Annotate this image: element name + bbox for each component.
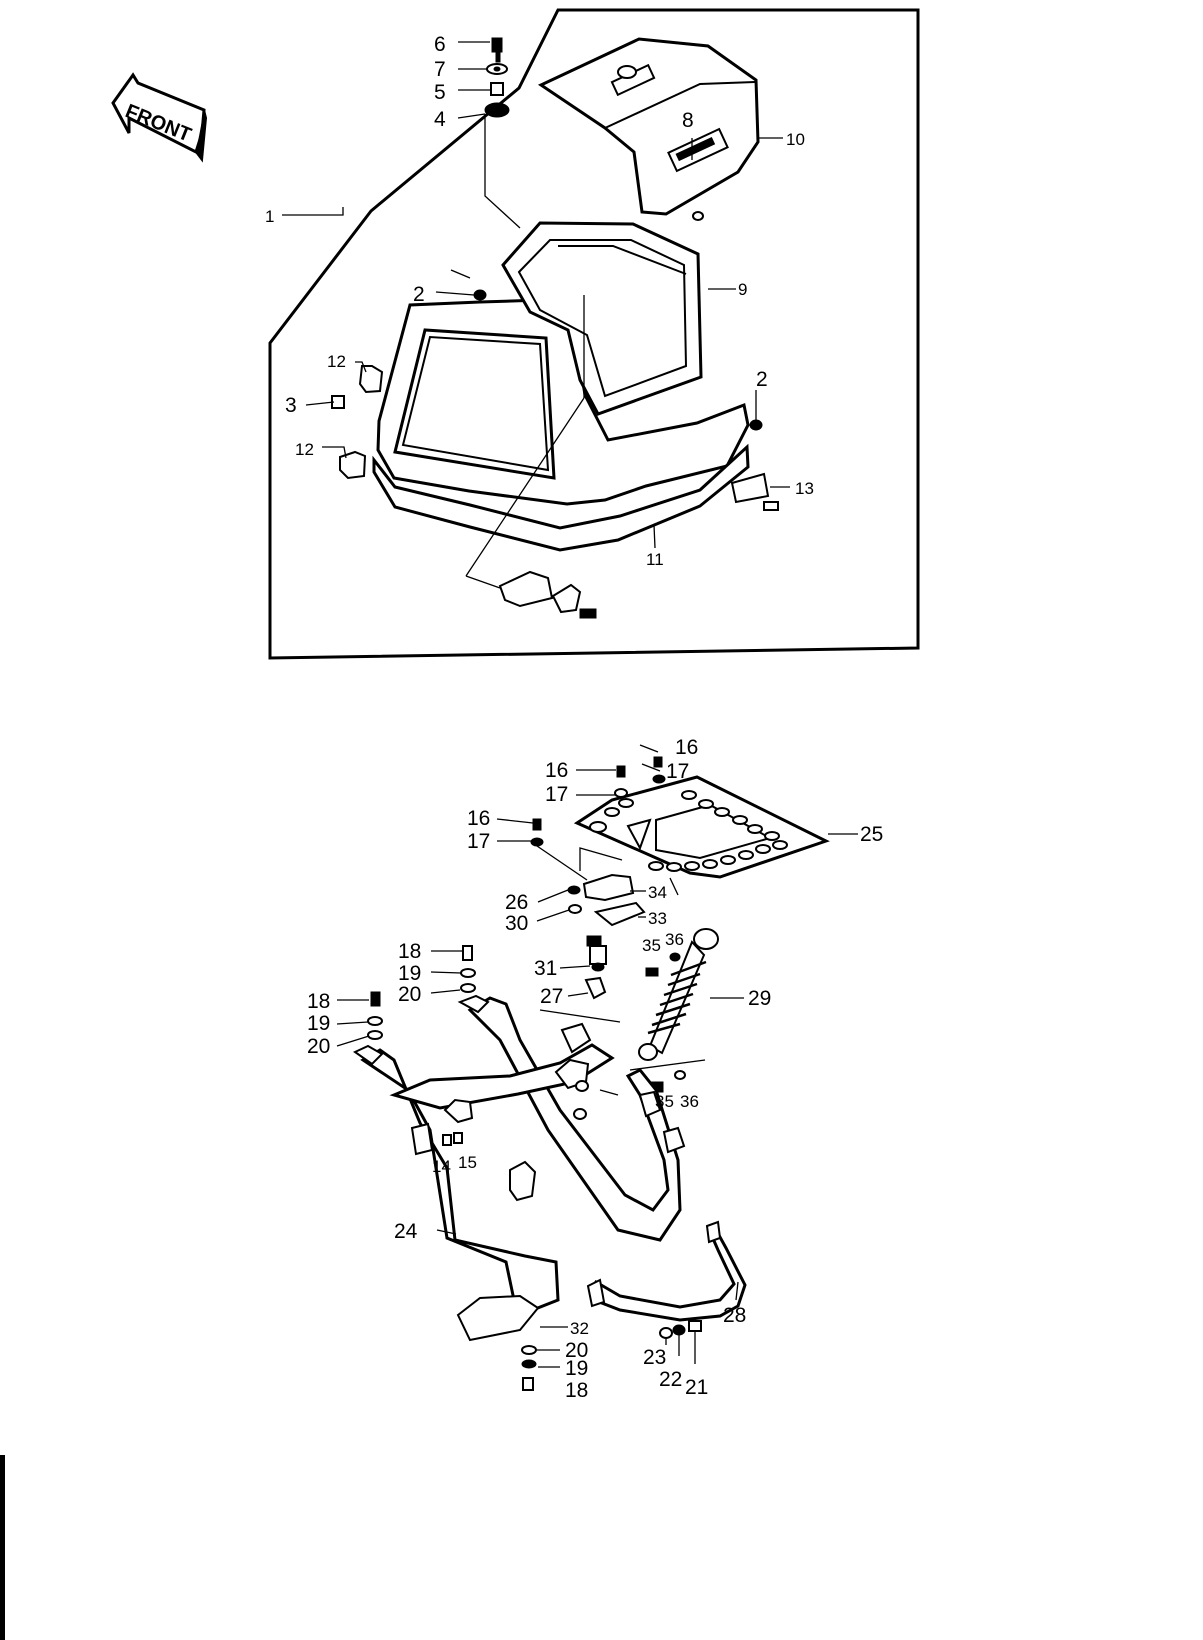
callout-12-upper: 12: [327, 352, 346, 371]
rear-rail: [586, 1220, 747, 1339]
callouts-bottom: 16 16 17 17 16 17 25 26 34 30 33 35 36 1…: [307, 736, 883, 1402]
callout-18-bottom: 18: [565, 1379, 588, 1402]
shock-absorber: [629, 877, 719, 1093]
callout-19-upper: 19: [398, 962, 421, 985]
callout-1: 1: [265, 207, 274, 226]
callout-5: 5: [434, 81, 446, 104]
callout-29: 29: [748, 987, 771, 1010]
callout-22: 22: [659, 1368, 682, 1391]
callout-32: 32: [570, 1319, 589, 1338]
callout-20-upper: 20: [398, 983, 421, 1006]
callout-8: 8: [682, 109, 694, 132]
callout-31: 31: [534, 957, 557, 980]
callout-17-left: 17: [467, 830, 490, 853]
callout-12-lower: 12: [295, 440, 314, 459]
callout-17-top-mid: 17: [545, 783, 568, 806]
callout-14: 14: [432, 1157, 451, 1176]
callout-19-bottom: 19: [565, 1357, 588, 1380]
callout-20-lower: 20: [307, 1035, 330, 1058]
callout-11: 11: [646, 550, 664, 569]
callout-7: 7: [434, 58, 446, 81]
carrier-plate: [573, 775, 830, 879]
callout-36-lower: 36: [680, 1092, 699, 1111]
callout-15: 15: [458, 1153, 477, 1172]
leader-lines: [282, 41, 858, 1368]
hinge-brackets: [536, 845, 646, 927]
storage-box-body: [372, 221, 750, 552]
front-arrow-icon: FRONT: [111, 72, 208, 163]
mounting-frame: [353, 994, 686, 1342]
callout-17-top-right: 17: [666, 760, 689, 783]
callout-2-upper: 2: [413, 283, 425, 306]
callout-26: 26: [505, 891, 528, 914]
callout-19-lower: 19: [307, 1012, 330, 1035]
callout-30: 30: [505, 912, 528, 935]
assembly-frame: [268, 8, 920, 660]
callout-4: 4: [434, 108, 446, 131]
rubber-mounts: [584, 935, 607, 1000]
callout-25: 25: [860, 823, 883, 846]
frame-bolts: [367, 945, 537, 1391]
callout-16-top-right: 16: [675, 736, 698, 759]
callout-35-upper: 35: [642, 936, 661, 955]
callout-13: 13: [795, 479, 814, 498]
callout-9: 9: [738, 280, 747, 299]
callout-24: 24: [394, 1220, 418, 1243]
callout-36-upper: 36: [665, 930, 684, 949]
callout-21: 21: [685, 1376, 708, 1399]
callout-2-lower: 2: [756, 368, 768, 391]
mount-hardware-stack: [484, 37, 521, 229]
top-cover: [537, 37, 760, 216]
callout-34: 34: [648, 883, 667, 902]
callout-3: 3: [285, 394, 297, 417]
callout-33: 33: [648, 909, 667, 928]
callout-27: 27: [540, 985, 563, 1008]
callout-16-left: 16: [467, 807, 490, 830]
callout-35-lower: 35: [655, 1092, 674, 1111]
callouts-top: 6 7 5 4 8 10 1 2 9 12 3 2 12 13 11: [265, 33, 814, 569]
callout-16-top-mid: 16: [545, 759, 568, 782]
callout-10: 10: [786, 130, 805, 149]
callout-20-bottom: 20: [565, 1339, 588, 1362]
callout-18-upper: 18: [398, 940, 421, 963]
page-edge-mark: [0, 1455, 5, 1640]
callout-6: 6: [434, 33, 446, 56]
callout-18-lower: 18: [307, 990, 330, 1013]
plate-bolts: [530, 756, 666, 847]
callout-23: 23: [643, 1346, 666, 1369]
callout-28: 28: [723, 1304, 746, 1327]
small-parts-top: [331, 211, 779, 619]
